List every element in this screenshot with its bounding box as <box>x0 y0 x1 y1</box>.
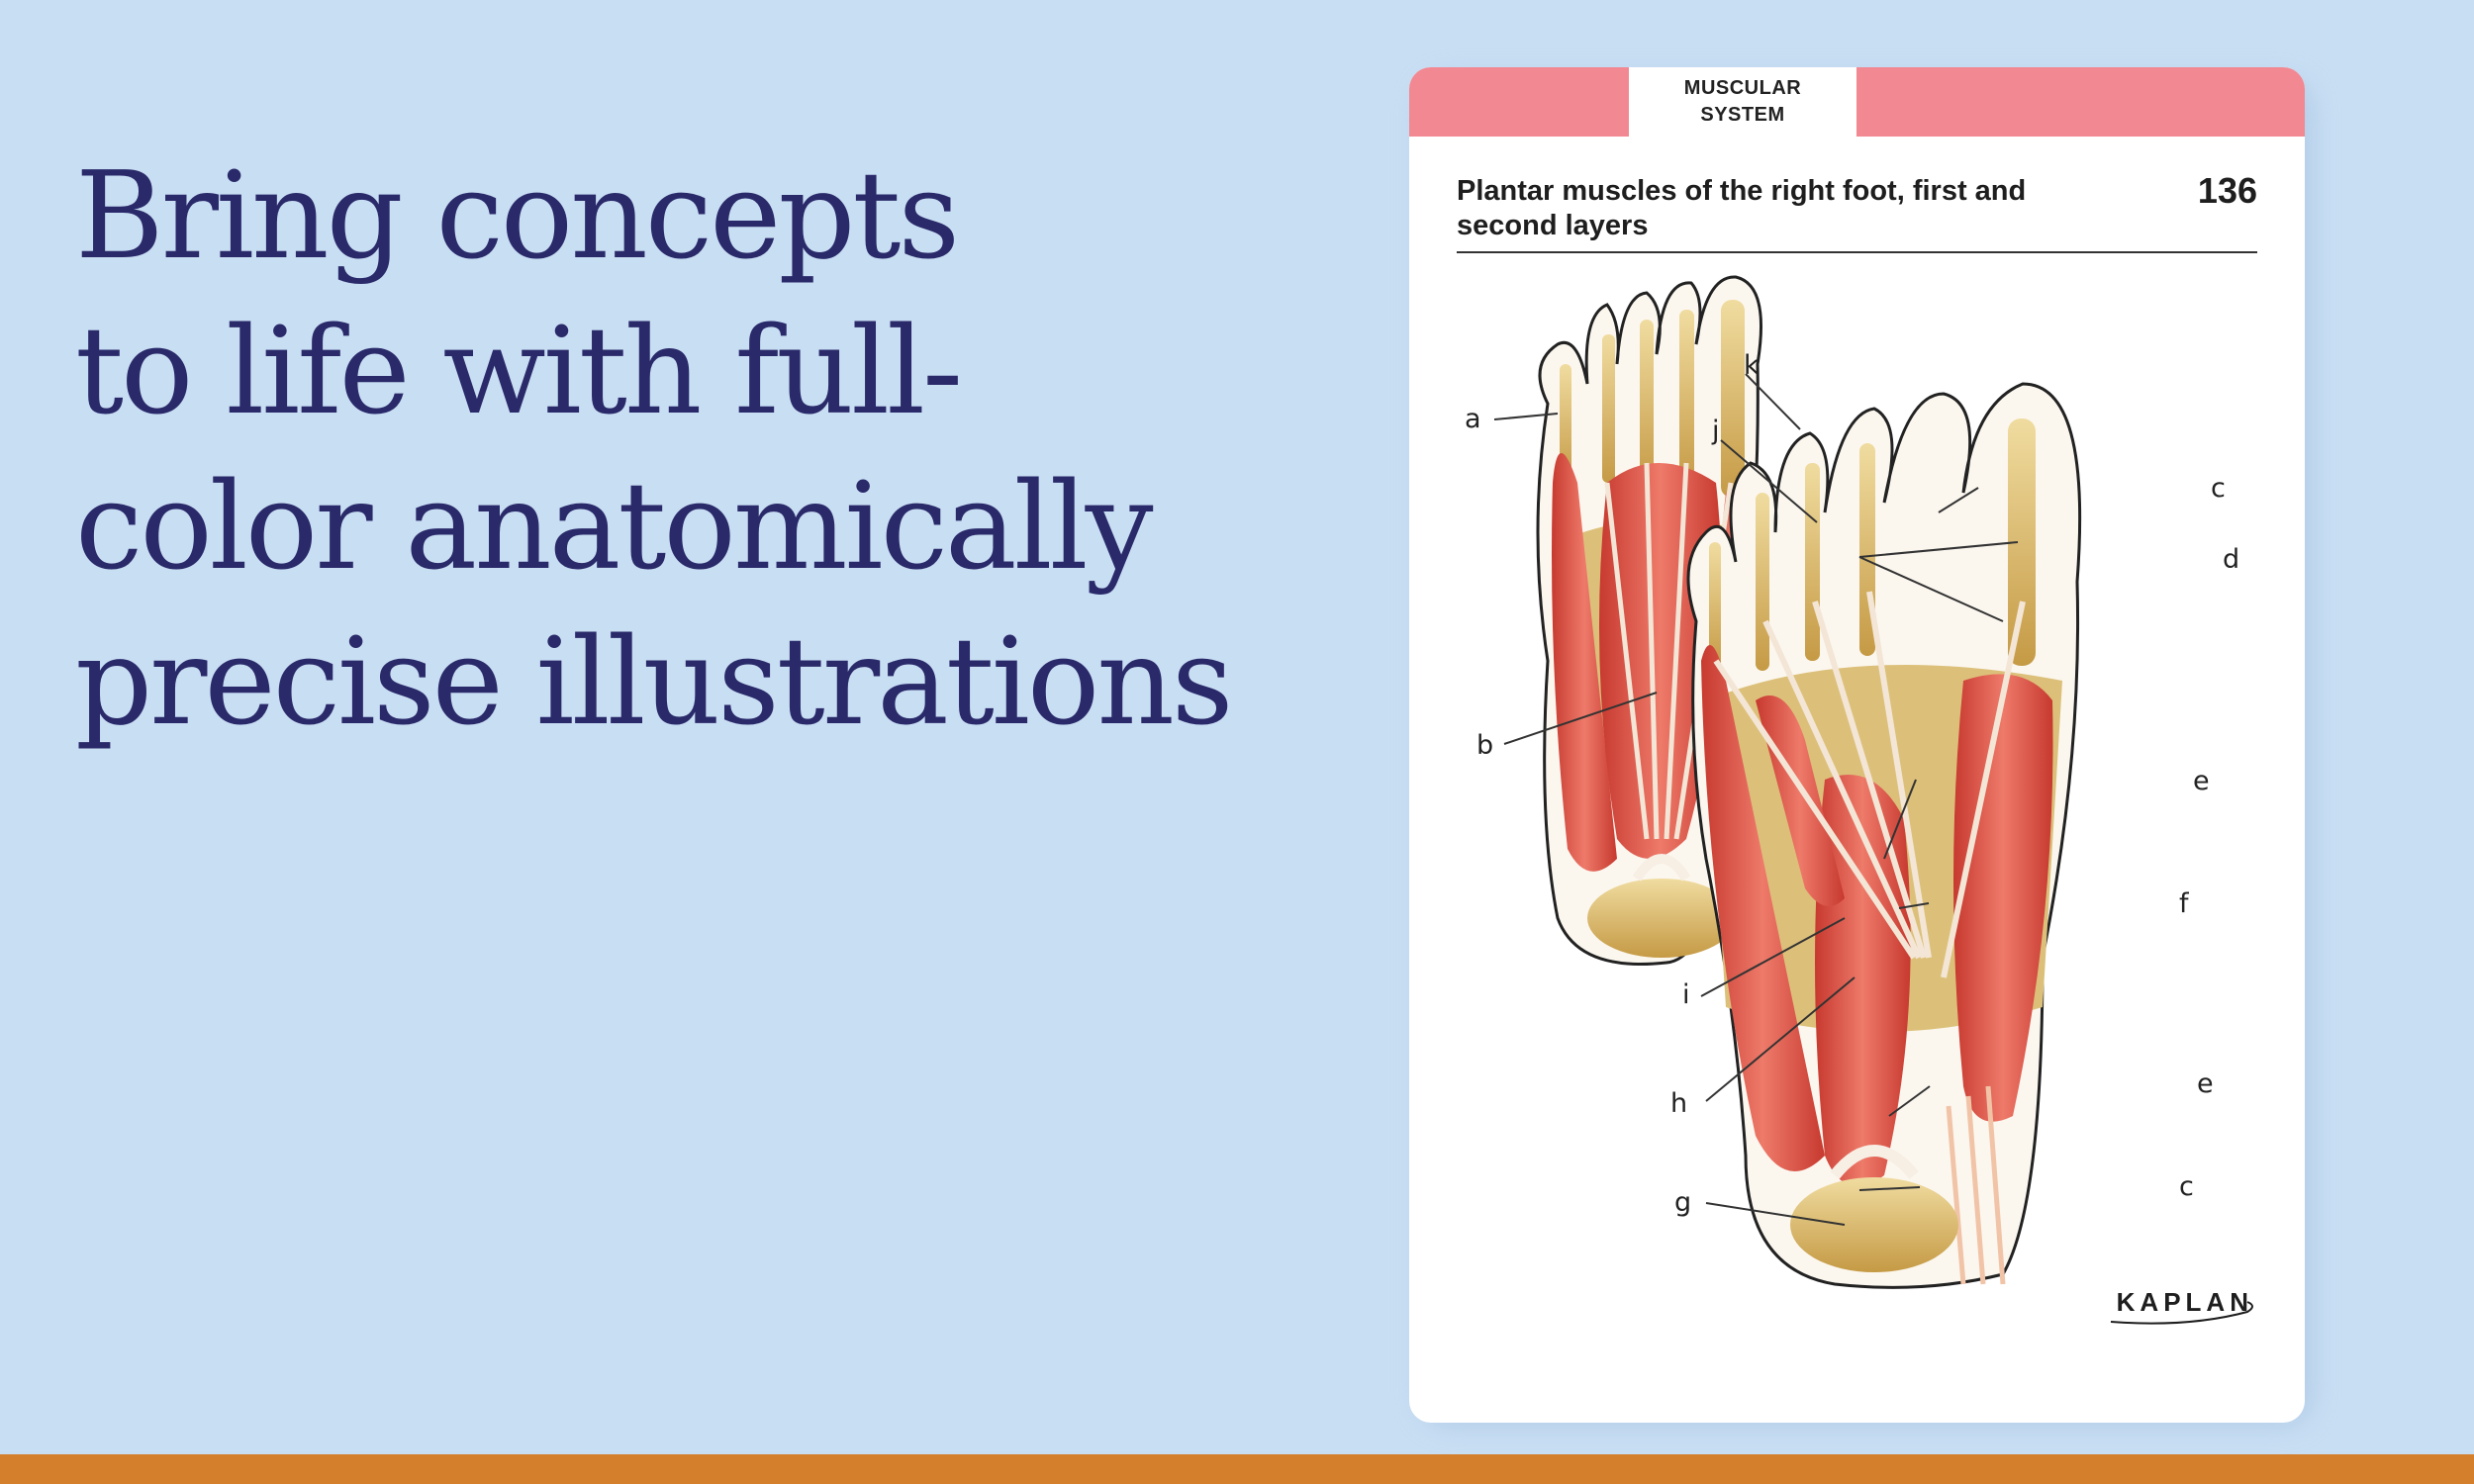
leader-lines <box>1493 373 2019 1226</box>
right-lumbricals <box>1756 696 1845 906</box>
kaplan-logo: KAPLAN <box>2116 1287 2253 1317</box>
left-toe-bone-4 <box>1602 334 1615 483</box>
left-plantar-aponeurosis <box>1632 854 1691 881</box>
right-heel-bone <box>1790 1177 1958 1272</box>
label-c: c <box>2211 473 2226 504</box>
kaplan-swoosh-icon <box>2110 1301 2253 1325</box>
headline-line-3: color anatomically <box>75 456 1154 597</box>
left-abductor-digiti-minimi <box>1552 453 1617 872</box>
right-heel-tendon <box>1830 1145 1919 1179</box>
right-abductor-hallucis <box>1953 674 2053 1122</box>
headline-line-4: precise illustrations <box>75 611 1234 752</box>
label-f: f <box>2179 888 2190 919</box>
label-a: a <box>1465 404 1481 434</box>
right-toe-bone-5 <box>1709 542 1721 671</box>
label-b: b <box>1476 730 1493 761</box>
label-e-2: e <box>2197 1068 2214 1099</box>
right-toe-bone-1 <box>2008 418 2036 666</box>
label-i: i <box>1682 979 1690 1010</box>
headline-line-1: Bring concepts <box>75 145 960 286</box>
left-toe-bone-3 <box>1640 320 1654 488</box>
card-category-tab: MUSCULAR SYSTEM <box>1629 67 1856 137</box>
left-toe-bone-1 <box>1721 300 1745 498</box>
left-toe-bone-5 <box>1560 364 1571 483</box>
right-tendons <box>1713 591 2026 978</box>
right-toe-bone-3 <box>1805 463 1820 661</box>
label-k: k <box>1744 350 1760 381</box>
left-toe-bone-2 <box>1679 310 1694 488</box>
foot-illustration: a b k j c d e f i h e c g <box>1465 275 2239 1289</box>
right-abductor-digiti-minimi <box>1701 645 1825 1171</box>
label-g: g <box>1674 1187 1691 1218</box>
headline-line-2: to life with full- <box>75 301 963 441</box>
label-e: e <box>2193 766 2210 796</box>
label-j: j <box>1711 416 1720 446</box>
label-c-2: c <box>2179 1171 2194 1202</box>
right-lower-tendons <box>1946 1085 2006 1285</box>
card-color-band <box>1409 67 2305 137</box>
card-category-line-1: MUSCULAR <box>1683 77 1802 99</box>
label-d: d <box>2223 544 2239 575</box>
card-category-line-2: SYSTEM <box>1700 104 1785 126</box>
right-toe-bone-4 <box>1756 493 1769 671</box>
left-tendons <box>1604 462 1734 840</box>
card-number: 136 <box>2197 170 2257 211</box>
left-heel-bone <box>1587 879 1736 958</box>
card-title: Plantar muscles of the right foot, first… <box>1457 175 2027 241</box>
headline: Bring concepts to life with full- color … <box>75 139 1362 760</box>
flashcard: MUSCULAR SYSTEM Plantar muscles of the r… <box>1409 67 2305 1423</box>
bottom-accent-bar <box>0 1454 2474 1484</box>
card-divider <box>1457 251 2257 253</box>
label-h: h <box>1670 1088 1687 1119</box>
right-foot <box>1686 382 2082 1289</box>
